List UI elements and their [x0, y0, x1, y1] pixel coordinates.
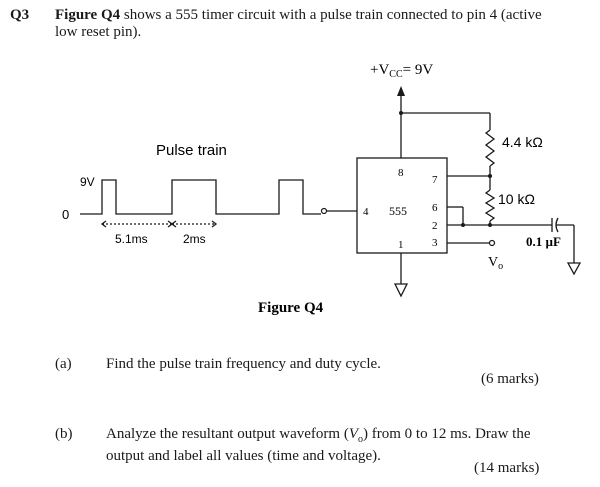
cap-label: 0.1 µF [526, 234, 561, 249]
stem-line1: shows a 555 timer circuit with a pulse t… [120, 7, 542, 23]
part-a-marks: (6 marks) [481, 371, 539, 387]
part-a-text: Find the pulse train frequency and duty … [106, 356, 381, 372]
time-high-label: 2ms [183, 232, 206, 246]
input-terminal [320, 207, 328, 215]
part-b-label: (b) [55, 426, 73, 442]
time-low-label: 5.1ms [115, 232, 148, 246]
part-b-text: Analyze the resultant output waveform (V… [106, 426, 531, 464]
pin7-label: 7 [432, 174, 438, 186]
output-terminal [488, 239, 496, 247]
level-high-label: 9V [80, 175, 95, 189]
pulse-waveform [80, 179, 321, 215]
figure-caption: Figure Q4 [258, 300, 324, 316]
pin3-label: 3 [432, 237, 438, 249]
vcc-arrow [397, 86, 405, 96]
question-number: Q3 [10, 7, 30, 23]
ic-555-body [356, 157, 448, 254]
ic-name-label: 555 [389, 204, 407, 218]
pin4-label: 4 [363, 206, 369, 218]
part-a-label: (a) [55, 356, 72, 372]
r1-label: 4.4 kΩ [502, 134, 543, 150]
resistor-4-4k [484, 129, 496, 167]
pin8-label: 8 [398, 167, 404, 179]
ground-symbol-ic [393, 283, 409, 298]
pulse-train-title: Pulse train [156, 142, 227, 159]
ground-symbol-cap [566, 262, 582, 276]
r2-label: 10 kΩ [498, 191, 535, 207]
question-stem: Figure Q4 shows a 555 timer circuit with… [55, 7, 590, 41]
part-b-marks: (14 marks) [474, 460, 540, 476]
figure-reference: Figure Q4 [55, 7, 121, 23]
resistor-10k [484, 189, 496, 222]
pin6-label: 6 [432, 202, 438, 214]
vcc-label: +VCC= 9V [370, 62, 433, 80]
vout-label: Vo [488, 255, 503, 272]
pin2-label: 2 [432, 220, 438, 232]
level-low-label: 0 [62, 207, 69, 222]
pin1-label: 1 [398, 239, 404, 251]
stem-line2: low reset pin). [55, 24, 142, 40]
